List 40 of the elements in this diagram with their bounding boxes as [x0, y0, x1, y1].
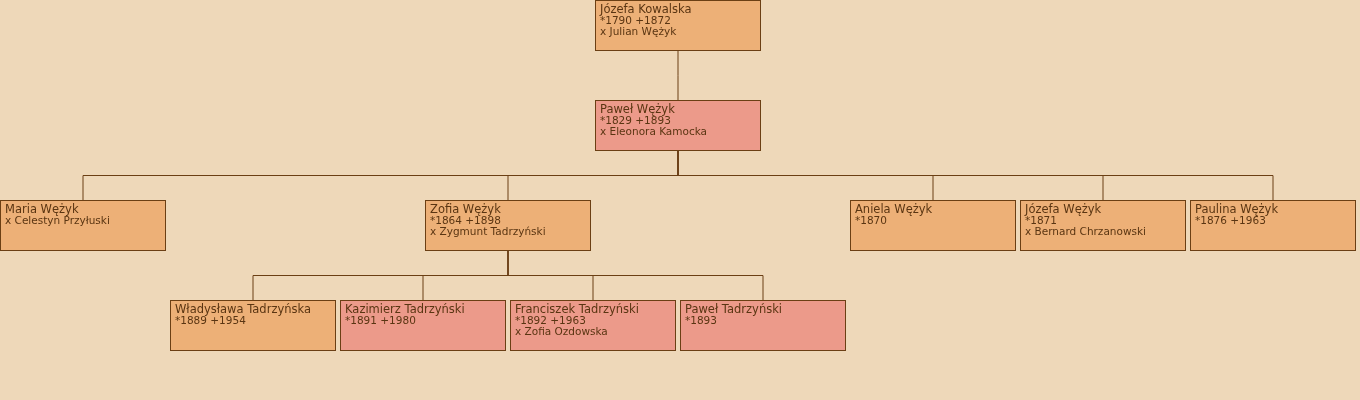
person-box [595, 0, 761, 51]
person-name: Franciszek Tadrzyński [515, 303, 639, 315]
person-detail: x Julian Wężyk [600, 26, 677, 37]
person-box [850, 200, 1016, 251]
person-detail: *1870 [855, 215, 887, 226]
person-detail: *1891 +1980 [345, 315, 416, 326]
person-box [340, 300, 506, 351]
person-detail: x Bernard Chrzanowski [1025, 226, 1146, 237]
person-name: Aniela Wężyk [855, 203, 933, 215]
person-detail: *1829 +1893 [600, 115, 671, 126]
person-name: Józefa Kowalska [600, 3, 692, 15]
connector-line [507, 250, 764, 301]
person-detail: *1871 [1025, 215, 1057, 226]
person-box [1190, 200, 1356, 251]
person-detail: *1790 +1872 [600, 15, 671, 26]
person-detail: *1889 +1954 [175, 315, 246, 326]
person-box [170, 300, 336, 351]
person-box [0, 200, 166, 251]
person-name: Paweł Tadrzyński [685, 303, 783, 315]
person-name: Paweł Wężyk [600, 103, 675, 115]
person-detail: *1876 +1963 [1195, 215, 1266, 226]
person-name: Józefa Wężyk [1025, 203, 1102, 215]
person-name: Maria Wężyk [5, 203, 79, 215]
person-name: Zofia Wężyk [430, 203, 501, 215]
person-name: Paulina Wężyk [1195, 203, 1279, 215]
connector-line [677, 50, 679, 101]
person-name: Kazimierz Tadrzyński [345, 303, 465, 315]
person-detail: *1893 [685, 315, 717, 326]
person-detail: x Celestyn Przyłuski [5, 215, 110, 226]
person-detail: x Zofia Ozdowska [515, 326, 608, 337]
person-detail: *1892 +1963 [515, 315, 586, 326]
person-detail: *1864 +1898 [430, 215, 501, 226]
person-box [680, 300, 846, 351]
person-box [425, 200, 591, 251]
person-box [1020, 200, 1186, 251]
person-box [595, 100, 761, 151]
person-box [510, 300, 676, 351]
person-detail: x Eleonora Kamocka [600, 126, 708, 137]
person-detail: x Zygmunt Tadrzyński [430, 226, 546, 237]
person-name: Władysława Tadrzyńska [175, 303, 312, 315]
